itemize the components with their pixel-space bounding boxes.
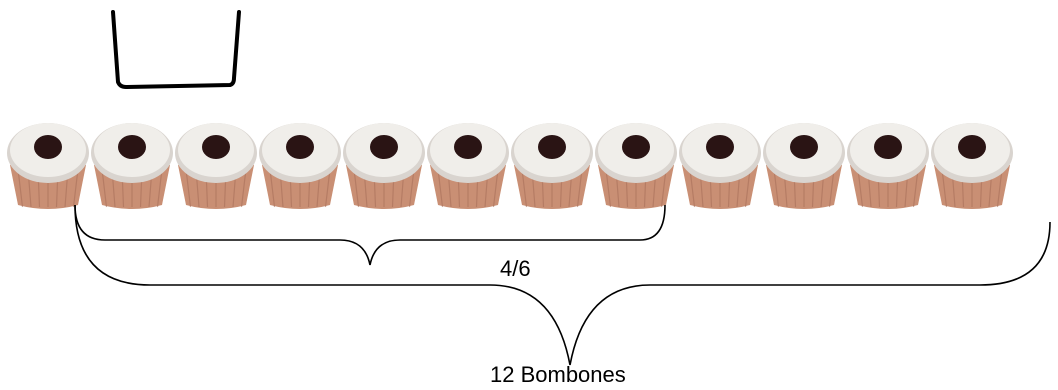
cupcake [175, 123, 257, 209]
fraction-label: 4/6 [500, 256, 531, 281]
cupcake [343, 123, 425, 209]
cupcake [511, 123, 593, 209]
cupcake [763, 123, 845, 209]
cupcake [91, 123, 173, 209]
cupcake [595, 123, 677, 209]
container-outline [111, 10, 241, 89]
cupcake [679, 123, 761, 209]
cupcake [7, 123, 89, 209]
cupcake [847, 123, 929, 209]
cupcake [931, 123, 1013, 209]
total-label: 12 Bombones [490, 362, 626, 387]
cupcake [427, 123, 509, 209]
cupcake-row [7, 123, 1013, 209]
brace-total [74, 204, 1051, 366]
brace-selected [74, 204, 666, 266]
cupcake [259, 123, 341, 209]
